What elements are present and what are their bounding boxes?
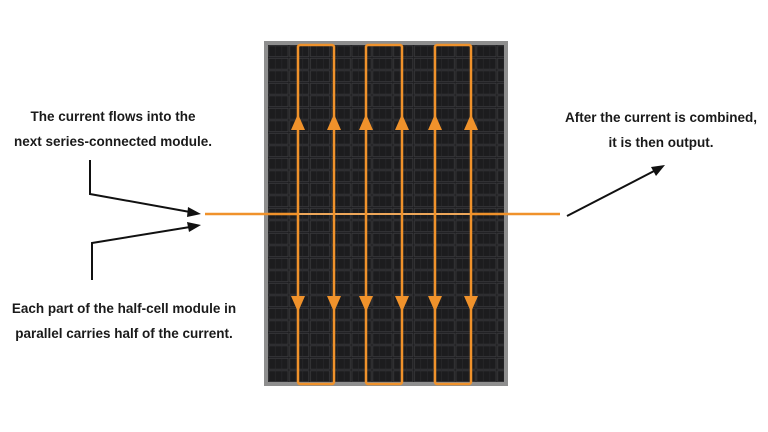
triangle-up-icon: [395, 114, 409, 130]
triangle-up-icon: [428, 114, 442, 130]
triangle-down-icon: [464, 296, 478, 312]
pointer-arrow-right: [566, 165, 665, 217]
caption-line: parallel carries half of the current.: [15, 326, 233, 341]
caption-line: After the current is combined,: [564, 110, 758, 125]
caption-line: The current flows into the: [30, 109, 196, 124]
arrow-right-icon: [187, 207, 201, 217]
triangle-down-icon: [327, 296, 341, 312]
current-arrows-up: [291, 114, 478, 130]
caption-line: Each part of the half-cell module in: [11, 301, 237, 316]
pointer-arrow-top: [89, 160, 191, 213]
triangle-down-icon: [428, 296, 442, 312]
current-arrows-down: [291, 296, 478, 312]
triangle-down-icon: [395, 296, 409, 312]
triangle-up-icon: [291, 114, 305, 130]
triangle-down-icon: [359, 296, 373, 312]
caption-line: next series-connected module.: [13, 134, 213, 149]
arrow-right-icon: [651, 165, 665, 176]
caption-combined-output: After the current is combined, it is the…: [556, 105, 766, 155]
triangle-up-icon: [359, 114, 373, 130]
caption-parallel-half-current: Each part of the half-cell module in par…: [4, 296, 244, 346]
triangle-up-icon: [327, 114, 341, 130]
arrow-right-icon: [187, 222, 201, 232]
pointer-arrow-bottom: [91, 226, 191, 280]
caption-line: it is then output.: [608, 135, 714, 150]
triangle-down-icon: [291, 296, 305, 312]
caption-current-flows-into-next-module: The current flows into the next series-c…: [8, 104, 218, 154]
pointer-arrows-left: [89, 160, 191, 280]
triangle-up-icon: [464, 114, 478, 130]
